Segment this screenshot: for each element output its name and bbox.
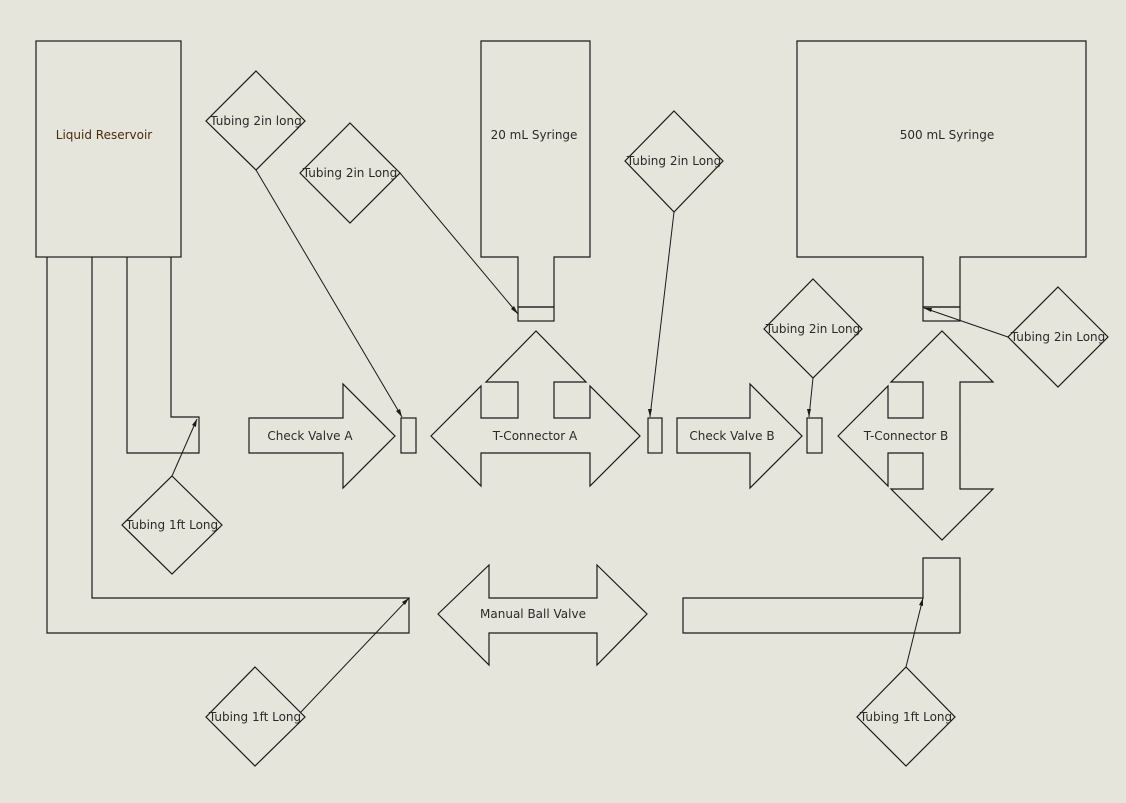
check-valve-a: Check Valve A bbox=[248, 382, 396, 490]
callout-tubing-1ft-left: Tubing 1ft Long bbox=[121, 418, 223, 575]
callout-tubing-1ft-bottom-left-label: Tubing 1ft Long bbox=[208, 710, 301, 724]
t-connector-a-label: T-Connector A bbox=[492, 429, 578, 443]
callout-tubing-2in-top-left-label: Tubing 2in long bbox=[209, 114, 301, 128]
tubing-ball-valve-to-t-connector-b bbox=[682, 557, 961, 634]
callout-tubing-2in-top-left: Tubing 2in long bbox=[205, 70, 403, 418]
tubing-reservoir-to-check-valve-a bbox=[126, 257, 200, 454]
t-connector-b-label: T-Connector B bbox=[863, 429, 949, 443]
callout-tubing-1ft-bottom-right: Tubing 1ft Long bbox=[856, 597, 956, 767]
callout-tubing-1ft-bottom-left: Tubing 1ft Long bbox=[205, 597, 410, 767]
liquid-reservoir: Liquid Reservoir bbox=[35, 40, 182, 258]
syringe-500ml-fitting bbox=[922, 306, 961, 322]
fitting-check-valve-a bbox=[400, 417, 417, 454]
tubing-reservoir-to-ball-valve bbox=[46, 257, 410, 634]
syringe-500ml: 500 mL Syringe bbox=[796, 40, 1087, 322]
fitting-t-connector-a bbox=[647, 417, 663, 454]
syringe-20ml-label: 20 mL Syringe bbox=[491, 128, 578, 142]
t-connector-b: T-Connector B bbox=[837, 330, 995, 541]
callout-tubing-2in-syringe-20ml-label: Tubing 2in Long bbox=[302, 166, 398, 180]
syringe-20ml-fitting bbox=[517, 306, 555, 322]
syringe-20ml: 20 mL Syringe bbox=[480, 40, 591, 322]
check-valve-a-label: Check Valve A bbox=[267, 429, 353, 443]
check-valve-b-label: Check Valve B bbox=[689, 429, 774, 443]
manual-ball-valve: Manual Ball Valve bbox=[437, 563, 648, 667]
syringe-500ml-label: 500 mL Syringe bbox=[900, 128, 995, 142]
callout-tubing-2in-syringe-500ml: Tubing 2in Long bbox=[923, 286, 1109, 388]
callout-tubing-2in-check-valve-b: Tubing 2in Long bbox=[763, 278, 863, 418]
callout-tubing-1ft-left-label: Tubing 1ft Long bbox=[125, 518, 218, 532]
callout-tubing-1ft-bottom-right-label: Tubing 1ft Long bbox=[859, 710, 952, 724]
t-connector-a: T-Connector A bbox=[430, 330, 641, 488]
callout-tubing-2in-check-valve-b-label: Tubing 2in Long bbox=[765, 322, 861, 336]
callout-tubing-2in-syringe-500ml-label: Tubing 2in Long bbox=[1010, 330, 1106, 344]
check-valve-b: Check Valve B bbox=[676, 382, 803, 490]
callout-tubing-2in-middle-label: Tubing 2in Long bbox=[626, 154, 722, 168]
callout-tubing-2in-syringe-20ml: Tubing 2in Long bbox=[299, 122, 519, 315]
liquid-reservoir-label: Liquid Reservoir bbox=[56, 128, 153, 142]
manual-ball-valve-label: Manual Ball Valve bbox=[480, 607, 586, 621]
callout-tubing-2in-middle: Tubing 2in Long bbox=[624, 110, 724, 418]
fitting-check-valve-b bbox=[806, 417, 823, 454]
